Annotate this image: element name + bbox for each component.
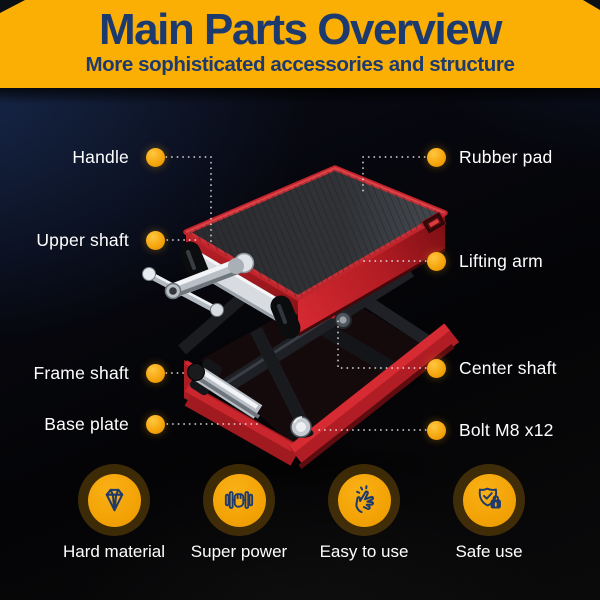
handle (142, 252, 255, 317)
callout-label: Lifting arm (459, 250, 543, 271)
dumbbell-fist-icon (224, 491, 254, 509)
feature-safe-use: Safe use (437, 464, 541, 562)
callout-label: Frame shaft (33, 362, 129, 383)
platform-side-label (421, 211, 447, 235)
bolt-m8 (288, 416, 314, 438)
shield-lock-icon (478, 487, 501, 509)
callout-dot (146, 363, 165, 383)
feature-label: Hard material (62, 542, 166, 561)
page-title: Main Parts Overview (99, 5, 502, 54)
feature-circle (212, 473, 266, 527)
callout-label: Rubber pad (459, 146, 553, 167)
feature-super-power: Super power (187, 464, 291, 562)
feature-row: Hard material Super power (62, 464, 541, 562)
feature-circle (337, 473, 391, 527)
feature-easy-to-use: Easy to use (312, 464, 416, 562)
snap-fingers-icon (354, 484, 374, 513)
feature-label: Safe use (455, 542, 523, 561)
feature-halo (203, 464, 275, 536)
callout-dot (146, 414, 165, 434)
callout-frame-shaft: Frame shaft (33, 362, 165, 384)
callout-dot (427, 147, 446, 167)
callout-label: Bolt M8 x12 (459, 419, 554, 440)
callout-upper-shaft: Upper shaft (36, 229, 165, 251)
callout-dot (146, 230, 165, 250)
callout-dot (146, 147, 165, 167)
callout-bolt-m8: Bolt M8 x12 (427, 419, 554, 441)
feature-label: Super power (190, 542, 288, 561)
callout-dot (427, 420, 446, 440)
callout-dot (427, 358, 446, 378)
banner-corner-cut-right (583, 0, 600, 10)
callout-center-shaft: Center shaft (427, 357, 557, 379)
feature-halo (78, 464, 150, 536)
page-subtitle: More sophisticated accessories and struc… (85, 53, 515, 76)
lifting-platform-right-face (298, 213, 445, 335)
callout-rubber-pad: Rubber pad (427, 146, 552, 168)
callout-label: Center shaft (459, 357, 557, 378)
header-banner: Main Parts Overview More sophisticated a… (0, 0, 600, 88)
callout-label: Base plate (44, 413, 129, 434)
feature-circle (462, 473, 516, 527)
center-shaft-bolt (334, 311, 352, 329)
callout-dot (427, 251, 446, 271)
feature-halo (453, 464, 525, 536)
callout-base-plate: Base plate (44, 413, 165, 435)
callout-label: Upper shaft (36, 229, 129, 250)
diamond-icon (105, 488, 123, 511)
callout-lifting-arm: Lifting arm (427, 250, 543, 272)
feature-circle (87, 473, 141, 527)
feature-hard-material: Hard material (62, 464, 166, 562)
callout-handle: Handle (72, 146, 165, 168)
feature-halo (328, 464, 400, 536)
frame-shaft-roller (187, 358, 263, 419)
callout-label: Handle (72, 146, 129, 167)
banner-shadow (0, 88, 600, 104)
banner-corner-cut-left (0, 0, 25, 13)
feature-label: Easy to use (319, 542, 409, 561)
